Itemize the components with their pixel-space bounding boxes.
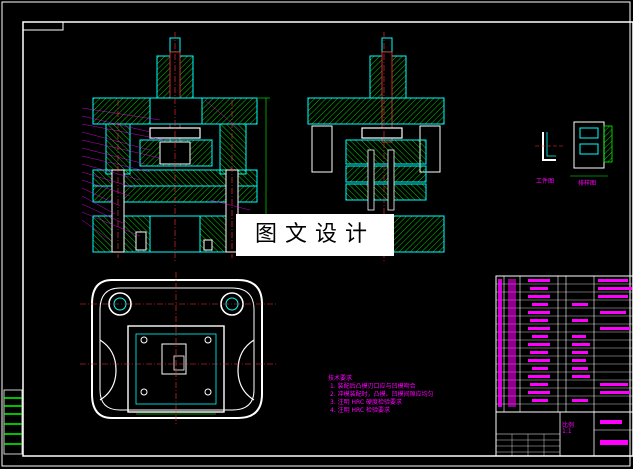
- technical-notes-title: 技术要求: [328, 375, 353, 382]
- workpiece-sketch: [535, 132, 565, 161]
- plan-view: [80, 272, 276, 424]
- layout-view-label: 排样图: [578, 180, 597, 187]
- technical-note-2: 2. 冲模装配时，凸模、凹模间隙应均匀: [330, 391, 434, 398]
- scale-label: 比例: [562, 422, 575, 429]
- technical-note-3: 3. 注明 HRC 硬度检验要求: [330, 399, 403, 406]
- parts-list: [495, 275, 633, 457]
- technical-note-4: 4. 注明 HRC 检验要求: [330, 407, 391, 414]
- watermark-text: 图文设计: [236, 214, 394, 256]
- technical-note-1: 1. 装配后凸模刃口应与凹模吻合: [330, 383, 416, 390]
- front-section-view: [81, 32, 270, 262]
- scale-ratio: 1:1: [562, 428, 572, 435]
- strip-layout-sketch: [570, 121, 613, 177]
- workpiece-view-label: 工件图: [536, 178, 555, 185]
